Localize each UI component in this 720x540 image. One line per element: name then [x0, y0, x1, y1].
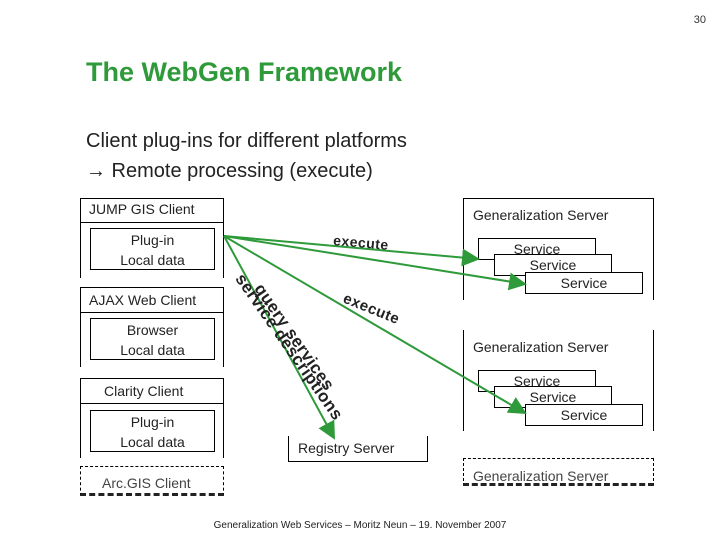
footer: Generalization Web Services – Moritz Neu…: [213, 520, 507, 531]
gen2-service-3: Service: [525, 404, 643, 426]
gen1-service-3: Service: [525, 272, 643, 294]
gen-server-1-label: Generalization Server: [473, 207, 609, 223]
bullet-list: Client plug-ins for different platforms …: [86, 126, 407, 186]
ajax-browser-box: Browser Local data: [90, 318, 215, 360]
page-number: 30: [693, 14, 706, 26]
clarity-plugin-box: Plug-in Local data: [90, 410, 215, 452]
arcgis-client-group: [80, 466, 224, 496]
gen-server-1-header: [463, 198, 654, 224]
ajax-client-label: AJAX Web Client: [89, 292, 197, 308]
ajax-localdata-text: Local data: [120, 342, 185, 358]
gen1-service-2: Service: [494, 254, 612, 276]
clarity-client-label: Clarity Client: [104, 383, 184, 399]
bullet-item: Client plug-ins for different platforms: [86, 130, 407, 152]
clarity-client-group: [80, 378, 224, 458]
arrow-service-descriptions: [223, 235, 335, 440]
jump-localdata-text: Local data: [120, 252, 185, 268]
ajax-browser-text: Browser: [126, 322, 179, 338]
slide-title: The WebGen Framework: [86, 57, 403, 87]
bullet-item: → Remote processing (execute): [86, 160, 373, 182]
arcgis-client-label: Arc.GIS Client: [102, 475, 191, 491]
registry-server-group: [288, 436, 428, 462]
gen-server-2-label: Generalization Server: [473, 339, 609, 355]
ajax-client-group: [80, 287, 224, 367]
gen-server-3-group: [463, 458, 654, 486]
ajax-client-header: [80, 287, 224, 313]
arrow-query-services: [223, 235, 527, 415]
jump-client-label: JUMP GIS Client: [89, 201, 195, 217]
clarity-plugin-text: Plug-in: [130, 414, 175, 430]
registry-server-label: Registry Server: [298, 440, 395, 456]
gen-server-2-group: [463, 330, 654, 431]
jump-client-header: [80, 198, 224, 223]
gen-server-3-label: Generalization Server: [473, 468, 609, 484]
jump-plugin-box: Plug-in Local data: [90, 228, 215, 270]
jump-client-group: [80, 198, 224, 278]
clarity-client-header: [80, 378, 224, 404]
clarity-localdata-text: Local data: [120, 434, 185, 450]
jump-plugin-text: Plug-in: [130, 232, 175, 248]
arrow-execute-mid: [223, 235, 527, 291]
arrow-execute-top: [223, 235, 480, 267]
